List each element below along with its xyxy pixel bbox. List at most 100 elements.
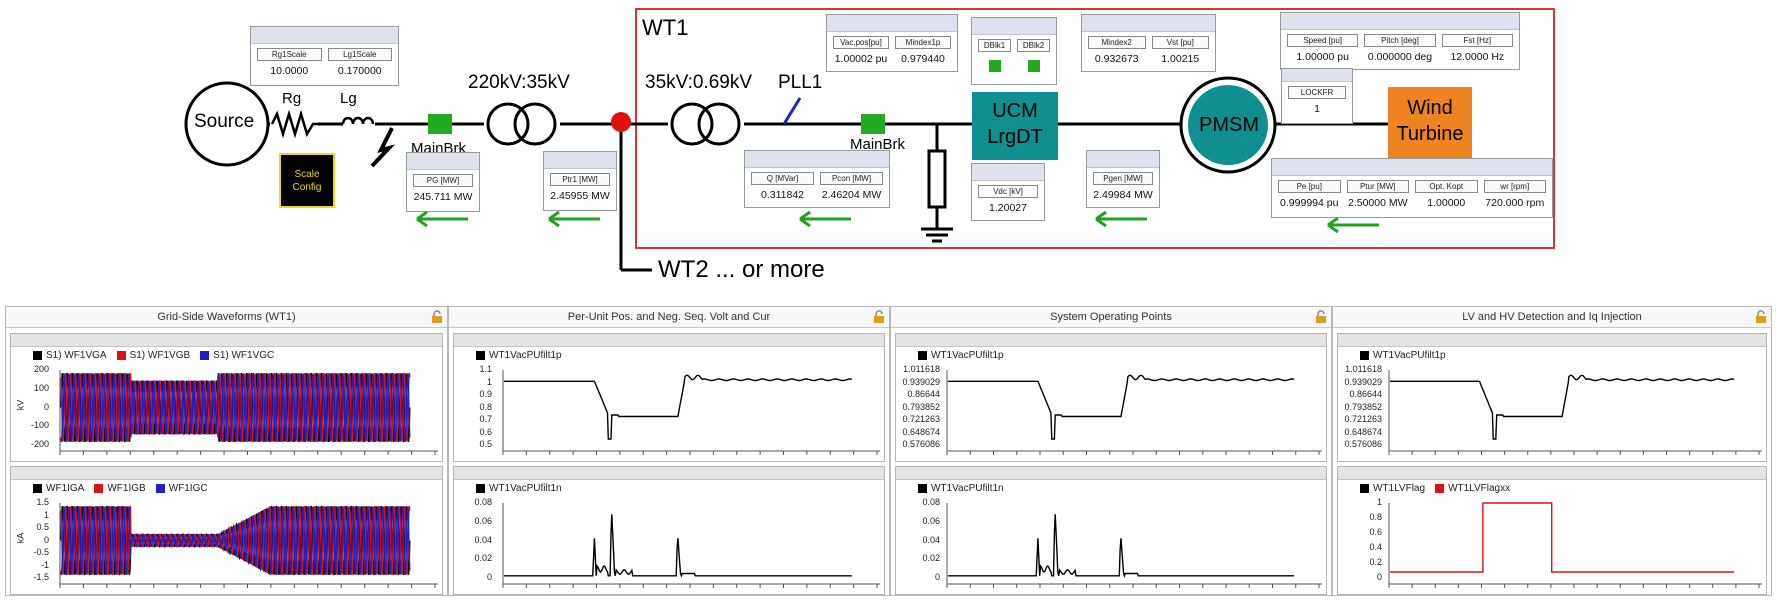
legend-item[interactable]: WT1VacPUfilt1p [1360, 350, 1446, 361]
legend-item[interactable]: S1) WF1VGA [33, 350, 107, 361]
plot-canvas[interactable] [946, 364, 1326, 464]
y-tick-label: 0.04 [922, 534, 940, 545]
plot-canvas[interactable] [1388, 364, 1766, 464]
y-tick-label: 0.02 [922, 553, 940, 564]
meter-label: Lg1Scale [327, 48, 392, 61]
main-breaker-1[interactable] [428, 114, 452, 134]
speed-meter[interactable]: Speed [pu]1.00000 pu Pitch [deg]0.000000… [1280, 12, 1520, 70]
pmsm-label: PMSM [1199, 114, 1259, 136]
meter-value: 0.999994 pu [1280, 197, 1339, 209]
legend-item[interactable]: WT1LVFlag [1360, 483, 1425, 494]
legend-item[interactable]: WT1VacPUfilt1p [476, 350, 562, 361]
lvflag-line [1390, 502, 1735, 573]
pos-seq-line [504, 374, 852, 440]
legend-label: WT1VacPUfilt1n [931, 483, 1004, 494]
meter-label: Pgen [MW] [1093, 172, 1153, 185]
legend-label: WF1IGB [107, 483, 146, 494]
plot-canvas[interactable] [502, 364, 884, 464]
meter-label: PG [MW] [413, 174, 473, 187]
mainbrk-label-2: MainBrk [850, 136, 906, 153]
pgen-meter[interactable]: Pgen [MW] 2.49984 MW [1086, 150, 1160, 208]
legend-item[interactable]: WT1LVFlagxx [1435, 483, 1510, 494]
legend-item[interactable]: WT1VacPUfilt1n [476, 483, 562, 494]
meter-label: Pitch [deg] [1364, 34, 1436, 47]
ucm-box[interactable]: UCM LrgDT [972, 92, 1058, 160]
q-pcon-meter[interactable]: Q [MVar]0.311842 Pcon [MW]2.46204 MW [744, 150, 890, 208]
single-line-diagram [184, 8, 1555, 272]
dblk1-indicator [988, 60, 1001, 72]
fault-icon[interactable] [370, 127, 396, 168]
neg-seq-line [948, 514, 1294, 578]
scale-config-button[interactable]: Scale Config [279, 153, 335, 208]
panel-title: Grid-Side Waveforms (WT1) [6, 307, 447, 328]
y-tick-label: 0.5 [36, 522, 49, 532]
y-tick-label: 0.648674 [902, 426, 940, 437]
pos-seq-line [1390, 374, 1735, 440]
plot-panel-2[interactable]: Per-Unit Pos. and Neg. Seq. Volt and Cur… [448, 306, 890, 596]
legend: WT1VacPUfilt1p [476, 350, 562, 361]
legend-swatch [200, 351, 210, 360]
main-breaker-2[interactable] [861, 114, 885, 134]
plot-canvas[interactable] [59, 364, 442, 464]
legend: WT1VacPUfilt1p [1360, 350, 1446, 361]
wt1-boundary [635, 8, 1555, 249]
y-tick-label: 0.648674 [1344, 426, 1382, 437]
legend-item[interactable]: WT1VacPUfilt1n [918, 483, 1004, 494]
panel-title-text: Grid-Side Waveforms (WT1) [157, 311, 296, 323]
plot-canvas[interactable] [59, 497, 442, 597]
ptr-meter[interactable]: Ptr1 [MW]2.45955 MW [543, 151, 617, 211]
source-circle[interactable] [184, 81, 270, 167]
lock-icon[interactable] [431, 310, 443, 323]
pg-meter[interactable]: PG [MW] 245.711 MW [406, 152, 480, 212]
plot-canvas[interactable] [502, 497, 884, 597]
wind-turbine-box[interactable]: Wind Turbine [1388, 87, 1472, 159]
panel-title-text: Per-Unit Pos. and Neg. Seq. Volt and Cur [567, 311, 771, 323]
y-tick-label: 0.4 [1369, 542, 1382, 552]
lock-icon[interactable] [1755, 310, 1767, 323]
meter-value: 245.711 MW [413, 191, 473, 203]
y-axis-label: kV [15, 399, 26, 411]
legend-item[interactable]: S1) WF1VGC [200, 350, 274, 361]
legend-swatch [1435, 484, 1445, 493]
plot-canvas[interactable] [946, 497, 1326, 597]
legend-item[interactable]: S1) WF1VGB [116, 350, 190, 361]
pcc-node[interactable] [611, 112, 631, 132]
legend-item[interactable]: WF1IGB [94, 483, 146, 494]
meter-label: Vac,pos[pu] [833, 36, 889, 49]
legend-item[interactable]: WF1IGA [33, 483, 84, 494]
scale-label-2: Config [292, 182, 322, 193]
meter-label: DBlk1 [978, 39, 1011, 52]
lock-icon[interactable] [873, 310, 885, 323]
y-tick-label: 0.08 [474, 497, 492, 507]
legend-item[interactable]: WT1VacPUfilt1p [918, 350, 1004, 361]
lock-icon[interactable] [1315, 310, 1327, 323]
y-tick-label: 0.793852 [1344, 401, 1382, 412]
vdc-meter[interactable]: Vdc [kV]1.20027 [971, 163, 1045, 221]
waveform-phase-3 [60, 505, 411, 576]
meter-label: LOCKFR [1288, 86, 1346, 99]
pe-meter[interactable]: Pe [pu]0.999994 pu Ptur [MW]2.50000 MW O… [1271, 158, 1553, 218]
wt1-label: WT1 [642, 15, 689, 40]
legend-item[interactable]: WF1IGC [155, 483, 208, 494]
y-tick-label: 0.86644 [1349, 389, 1382, 399]
y-tick-label: 1.1 [479, 364, 492, 374]
panel-title: System Operating Points [891, 307, 1331, 328]
dblk-meter[interactable]: DBlk1 DBlk2 [971, 17, 1057, 85]
plot-canvas[interactable] [1388, 497, 1766, 597]
meter-value: 2.49984 MW [1093, 189, 1153, 201]
plot-panel-1[interactable]: Grid-Side Waveforms (WT1) S1) WF1VGA S1) W… [5, 306, 448, 596]
